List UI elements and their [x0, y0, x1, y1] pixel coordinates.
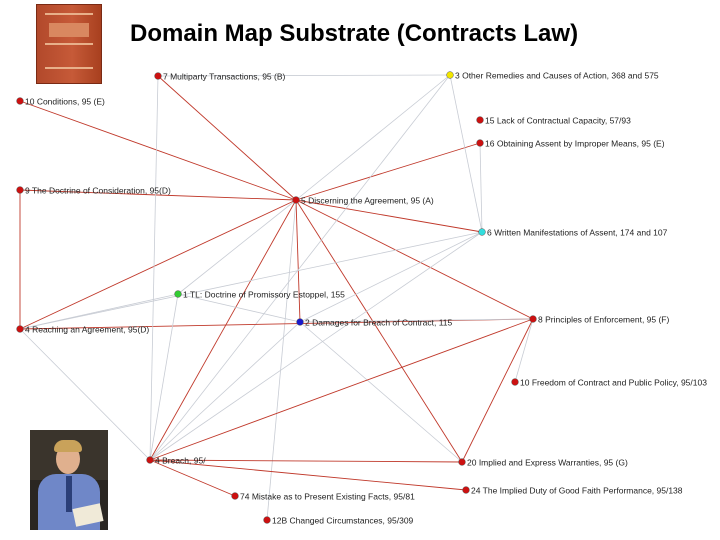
node-estoppel[interactable]: 1 TL: Doctrine of Promissory Estoppel, 1… [174, 290, 346, 300]
node-goodfaith[interactable]: 24 The Implied Duty of Good Faith Perfor… [462, 486, 683, 496]
edge-discerning-estoppel [177, 199, 297, 295]
node-label: 7 Multiparty Transactions, 95 (B) [163, 72, 286, 82]
edge-discerning-written [295, 199, 483, 233]
node-dot[interactable] [458, 458, 466, 466]
node-enforcement[interactable]: 8 Principles of Enforcement, 95 (F) [529, 315, 670, 325]
edge-discerning-reaching [19, 199, 297, 330]
node-label: 15 Lack of Contractual Capacity, 57/93 [485, 116, 631, 126]
node-dot[interactable] [154, 72, 162, 80]
page-title: Domain Map Substrate (Contracts Law) [130, 20, 579, 47]
node-layer: 7 Multiparty Transactions, 95 (B) 3 Other… [16, 71, 708, 526]
node-mistake[interactable]: 74 Mistake as to Present Existing Facts,… [231, 492, 415, 502]
edge-enforcement-warranties [461, 318, 534, 463]
edge-remedies-breach [149, 74, 451, 461]
node-dot[interactable] [16, 97, 24, 105]
node-remedies[interactable]: 3 Other Remedies and Causes of Action, 3… [446, 71, 659, 81]
edge-damages-breach [149, 321, 301, 461]
casebook-cover-image [36, 4, 102, 84]
node-multiparty[interactable]: 7 Multiparty Transactions, 95 (B) [154, 72, 286, 82]
edge-layer [19, 74, 534, 521]
node-dot[interactable] [511, 378, 519, 386]
node-breach[interactable]: 4 Breach, 95/ [146, 456, 207, 466]
node-damages[interactable]: 2 Damages for Breach of Contract, 115 [296, 318, 453, 328]
edge-estoppel-damages [177, 293, 301, 323]
node-freedom[interactable]: 10 Freedom of Contract and Public Policy… [511, 378, 708, 388]
node-improper[interactable]: 16 Obtaining Assent by Improper Means, 9… [476, 139, 665, 149]
edge-reaching-enforcement [19, 318, 534, 330]
node-label: 16 Obtaining Assent by Improper Means, 9… [485, 139, 665, 149]
edge-breach-reaching [19, 328, 151, 461]
node-dot[interactable] [174, 290, 182, 298]
node-dot[interactable] [462, 486, 470, 494]
node-changed[interactable]: 12B Changed Circumstances, 95/309 [263, 516, 414, 526]
node-label: 2 Damages for Breach of Contract, 115 [305, 318, 453, 328]
edge-damages-warranties [299, 321, 463, 463]
edge-discerning-multiparty [157, 75, 297, 201]
edge-written-reaching [19, 231, 483, 330]
edge-estoppel-breach [149, 293, 179, 461]
node-consideration[interactable]: 9 The Doctrine of Consideration, 95(D) [16, 186, 171, 196]
node-dot[interactable] [529, 315, 537, 323]
node-label: 10 Freedom of Contract and Public Policy… [520, 378, 707, 388]
node-label: 10 Conditions, 95 (E) [25, 97, 105, 107]
edge-discerning-damages [295, 199, 301, 323]
node-reaching[interactable]: 4 Reaching an Agreement, 95(D) [16, 325, 150, 335]
edge-discerning-improper [295, 142, 481, 201]
edge-written-breach [149, 231, 483, 461]
edge-discerning-changed [266, 199, 297, 521]
node-label: 4 Breach, 95/ [155, 456, 206, 466]
node-label: 1 TL: Doctrine of Promissory Estoppel, 1… [183, 290, 345, 300]
node-label: 8 Principles of Enforcement, 95 (F) [538, 315, 670, 325]
node-dot[interactable] [446, 71, 454, 79]
node-conditions[interactable]: 10 Conditions, 95 (E) [16, 97, 105, 107]
node-dot[interactable] [146, 456, 154, 464]
node-dot[interactable] [292, 196, 300, 204]
edge-breach-mistake [149, 459, 236, 497]
node-dot[interactable] [16, 186, 24, 194]
edge-breach-multiparty [149, 75, 159, 461]
node-capacity[interactable]: 15 Lack of Contractual Capacity, 57/93 [476, 116, 632, 126]
node-dot[interactable] [16, 325, 24, 333]
edge-discerning-conditions [19, 100, 297, 201]
node-label: 20 Implied and Express Warranties, 95 (G… [467, 458, 628, 468]
edge-discerning-remedies [295, 74, 451, 201]
node-discerning[interactable]: 5 Discerning the Agreement, 95 (A) [292, 196, 434, 206]
edge-written-damages [299, 231, 483, 323]
edge-discerning-warranties [295, 199, 463, 463]
edge-enforcement-breach [149, 318, 534, 461]
node-dot[interactable] [476, 139, 484, 147]
node-label: 3 Other Remedies and Causes of Action, 3… [455, 71, 659, 81]
node-dot[interactable] [476, 116, 484, 124]
node-label: 6 Written Manifestations of Assent, 174 … [487, 228, 668, 238]
edge-breach-goodfaith [149, 459, 467, 491]
edge-remedies-written [449, 74, 483, 233]
edge-breach-warranties [149, 459, 463, 463]
edge-improper-written [479, 142, 483, 233]
node-label: 74 Mistake as to Present Existing Facts,… [240, 492, 415, 502]
node-label: 12B Changed Circumstances, 95/309 [272, 516, 414, 526]
node-warranties[interactable]: 20 Implied and Express Warranties, 95 (G… [458, 458, 628, 468]
node-dot[interactable] [231, 492, 239, 500]
edge-multiparty-remedies [157, 74, 451, 77]
edge-enforcement-freedom [514, 318, 534, 383]
node-dot[interactable] [263, 516, 271, 524]
node-dot[interactable] [296, 318, 304, 326]
edge-reaching-estoppel [19, 293, 179, 330]
edge-damages-enforcement [299, 318, 534, 323]
node-label: 4 Reaching an Agreement, 95(D) [25, 325, 149, 335]
node-label: 24 The Implied Duty of Good Faith Perfor… [471, 486, 683, 496]
author-portrait-photo [30, 430, 108, 530]
edge-discerning-enforcement [295, 199, 534, 320]
edge-discerning-breach [149, 199, 297, 461]
edge-discerning-consideration [19, 189, 297, 201]
node-written[interactable]: 6 Written Manifestations of Assent, 174 … [478, 228, 668, 238]
node-label: 5 Discerning the Agreement, 95 (A) [301, 196, 434, 206]
node-dot[interactable] [478, 228, 486, 236]
node-label: 9 The Doctrine of Consideration, 95(D) [25, 186, 171, 196]
